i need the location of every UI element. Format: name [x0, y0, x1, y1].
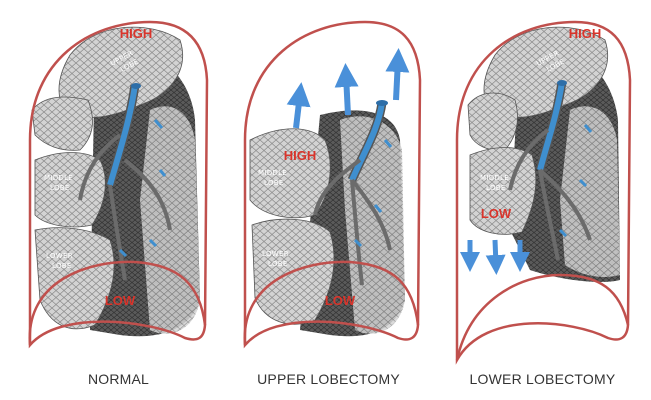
arrow-up-icon: [346, 75, 348, 115]
lobe-label: LOBE: [52, 262, 72, 270]
caption-upper-lobectomy: UPPER LOBECTOMY: [220, 371, 437, 387]
lobe-label: LOBE: [486, 184, 506, 192]
lobe-label: MIDDLE: [258, 169, 287, 177]
pressure-high-label: HIGH: [284, 148, 317, 163]
panel-upper-lobectomy: HIGH LOW MIDDLE LOBE LOWER LOBE: [245, 22, 420, 345]
arrow-up-icon: [296, 94, 300, 128]
arrow-down-icon: [495, 240, 496, 265]
lobe-label: LOBE: [264, 179, 284, 187]
pressure-low-label: LOW: [105, 293, 136, 308]
pressure-high-label: HIGH: [569, 26, 602, 41]
arrow-up-icon: [396, 60, 398, 100]
downward-arrows: [470, 240, 520, 265]
lobe-label: MIDDLE: [480, 174, 509, 182]
panel-lower-lobectomy: HIGH LOW UPPER LOBE MIDDLE LOBE: [457, 22, 630, 360]
lobe-label: LOBE: [50, 184, 70, 192]
lung-illustration: [468, 27, 620, 282]
lobe-label: LOWER: [262, 250, 289, 258]
diaphragm-curve: [457, 275, 628, 360]
pressure-low-label: LOW: [481, 206, 512, 221]
lobe-label: LOBE: [268, 260, 288, 268]
panel-normal: HIGH LOW UPPER LOBE MIDDLE LOBE LOWER LO…: [30, 22, 207, 345]
lobe-label: LOWER: [46, 252, 73, 260]
caption-normal: NORMAL: [10, 371, 227, 387]
pressure-low-label: LOW: [325, 293, 356, 308]
pressure-high-label: HIGH: [120, 26, 153, 41]
lobe-label: MIDDLE: [44, 174, 73, 182]
caption-lower-lobectomy: LOWER LOBECTOMY: [434, 371, 651, 387]
